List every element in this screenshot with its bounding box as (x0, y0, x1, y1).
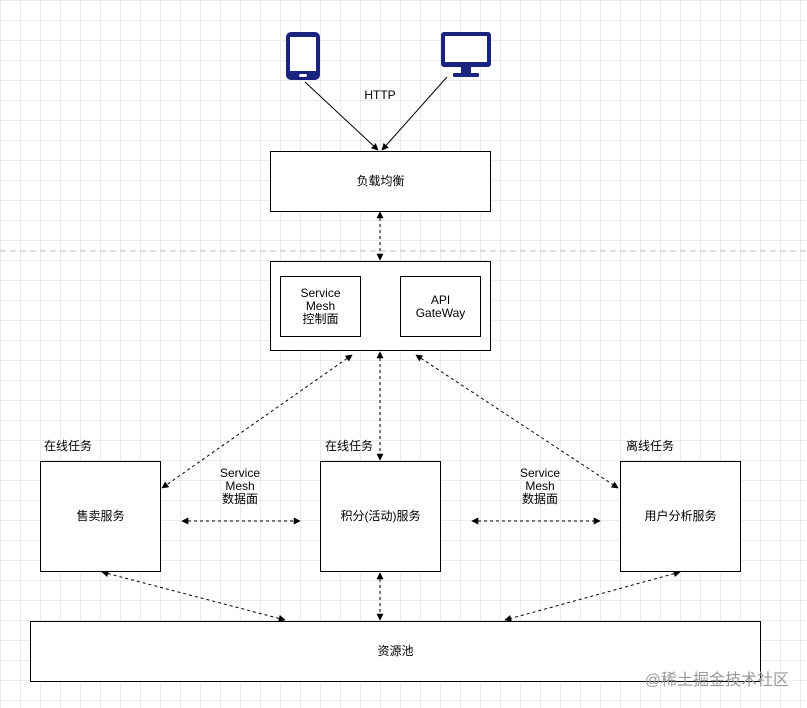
resource-pool-label: 资源池 (377, 644, 414, 658)
control-plane-line-3: 控制面 (302, 312, 339, 326)
load-balancer-box[interactable]: 负载均衡 (270, 151, 491, 212)
watermark: @稀土掘金技术社区 (644, 672, 789, 689)
analytics-service-label: 用户分析服务 (644, 509, 717, 523)
points-service-label: 积分(活动)服务 (340, 509, 421, 523)
data-plane-right-line-2: Mesh (525, 479, 555, 493)
api-gateway-box[interactable]: API GateWay (400, 276, 481, 337)
resource-pool-box[interactable]: 资源池 (30, 621, 761, 682)
desktop-monitor-icon (441, 32, 491, 77)
sales-task-tag: 在线任务 (44, 439, 93, 453)
data-plane-right-line-3: 数据面 (521, 492, 558, 506)
api-gateway-line-2: GateWay (415, 305, 466, 320)
data-plane-label-left: Service Mesh 数据面 (210, 467, 270, 506)
points-task-tag: 在线任务 (325, 439, 374, 453)
data-plane-left-line-2: Mesh (225, 479, 255, 493)
sales-pool-link (101, 570, 286, 622)
control-plane-box[interactable]: Service Mesh 控制面 (280, 276, 361, 337)
mobile-phone-icon (286, 32, 320, 80)
control-plane-line-1: Service (300, 286, 341, 300)
control-plane-line-2: Mesh (305, 299, 336, 313)
analytics-task-tag: 离线任务 (626, 439, 675, 453)
desktop-to-lb-arrow (381, 76, 448, 151)
points-service-box[interactable]: 积分(活动)服务 (320, 461, 441, 572)
data-plane-left-line-3: 数据面 (221, 492, 258, 506)
data-plane-label-right: Service Mesh 数据面 (510, 467, 570, 506)
http-label: HTTP (364, 88, 396, 102)
sales-service-label: 售卖服务 (76, 509, 125, 523)
data-plane-left-line-1: Service (219, 466, 260, 480)
data-plane-right-line-1: Service (519, 466, 560, 480)
phone-to-lb-arrow (304, 81, 379, 151)
gateway-analytics-link (415, 354, 619, 489)
load-balancer-label: 负载均衡 (356, 174, 405, 188)
analytics-pool-link (504, 570, 681, 622)
api-gateway-line-1: API (430, 292, 451, 307)
gateway-sales-link (161, 354, 353, 489)
sales-service-box[interactable]: 售卖服务 (40, 461, 161, 572)
analytics-service-box[interactable]: 用户分析服务 (620, 461, 741, 572)
